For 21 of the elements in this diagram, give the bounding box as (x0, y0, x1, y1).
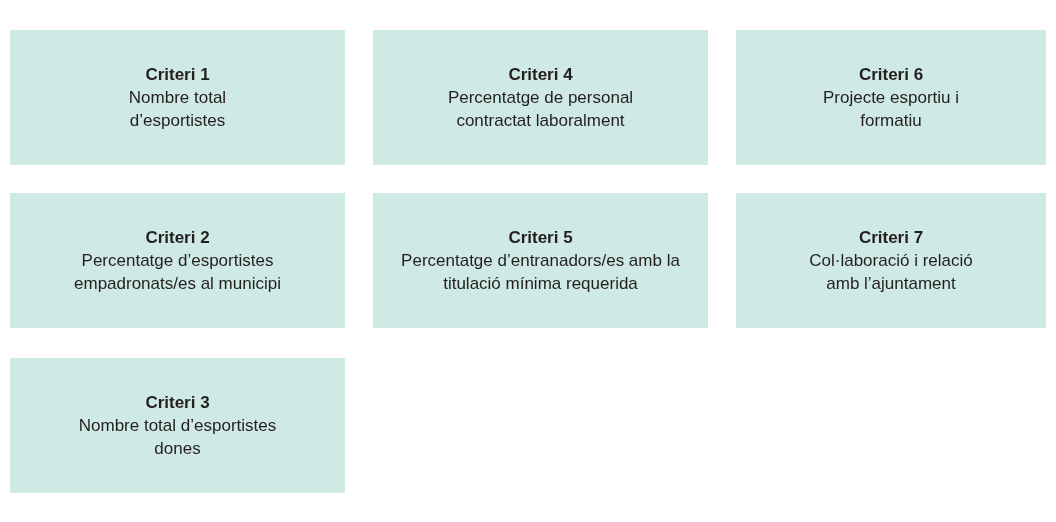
criterion-description: Projecte esportiu i formatiu (821, 86, 961, 132)
criterion-card (736, 193, 1046, 328)
criterion-card (10, 193, 345, 328)
criterion-title: Criteri 5 (508, 226, 573, 249)
criterion-card (10, 358, 345, 493)
criterion-card (373, 30, 708, 165)
criterion-description: Percentatge d’esportistes empadronats/es al municipi (73, 249, 282, 295)
criterion-description: Nombre total d’esportistes (127, 86, 228, 132)
criterion-description: Percentatge d’entranadors/es amb la titulació mínima requerida (400, 249, 681, 295)
criterion-title: Criteri 6 (858, 63, 924, 86)
criterion-description: Percentatge de personal contractat laboralment (446, 86, 635, 132)
criterion-card (736, 30, 1046, 165)
criterion-description: Nombre total d’esportistes dones (77, 414, 278, 460)
criterion-title: Criteri 7 (858, 226, 924, 249)
criterion-card (373, 193, 708, 328)
criterion-title: Criteri 3 (145, 391, 210, 414)
criterion-card (10, 30, 345, 165)
criterion-description: Col·laboració i relació amb l’ajuntament (808, 249, 974, 295)
criterion-title: Criteri 1 (145, 63, 210, 86)
criterion-title: Criteri 2 (145, 226, 210, 249)
criterion-title: Criteri 4 (508, 63, 573, 86)
